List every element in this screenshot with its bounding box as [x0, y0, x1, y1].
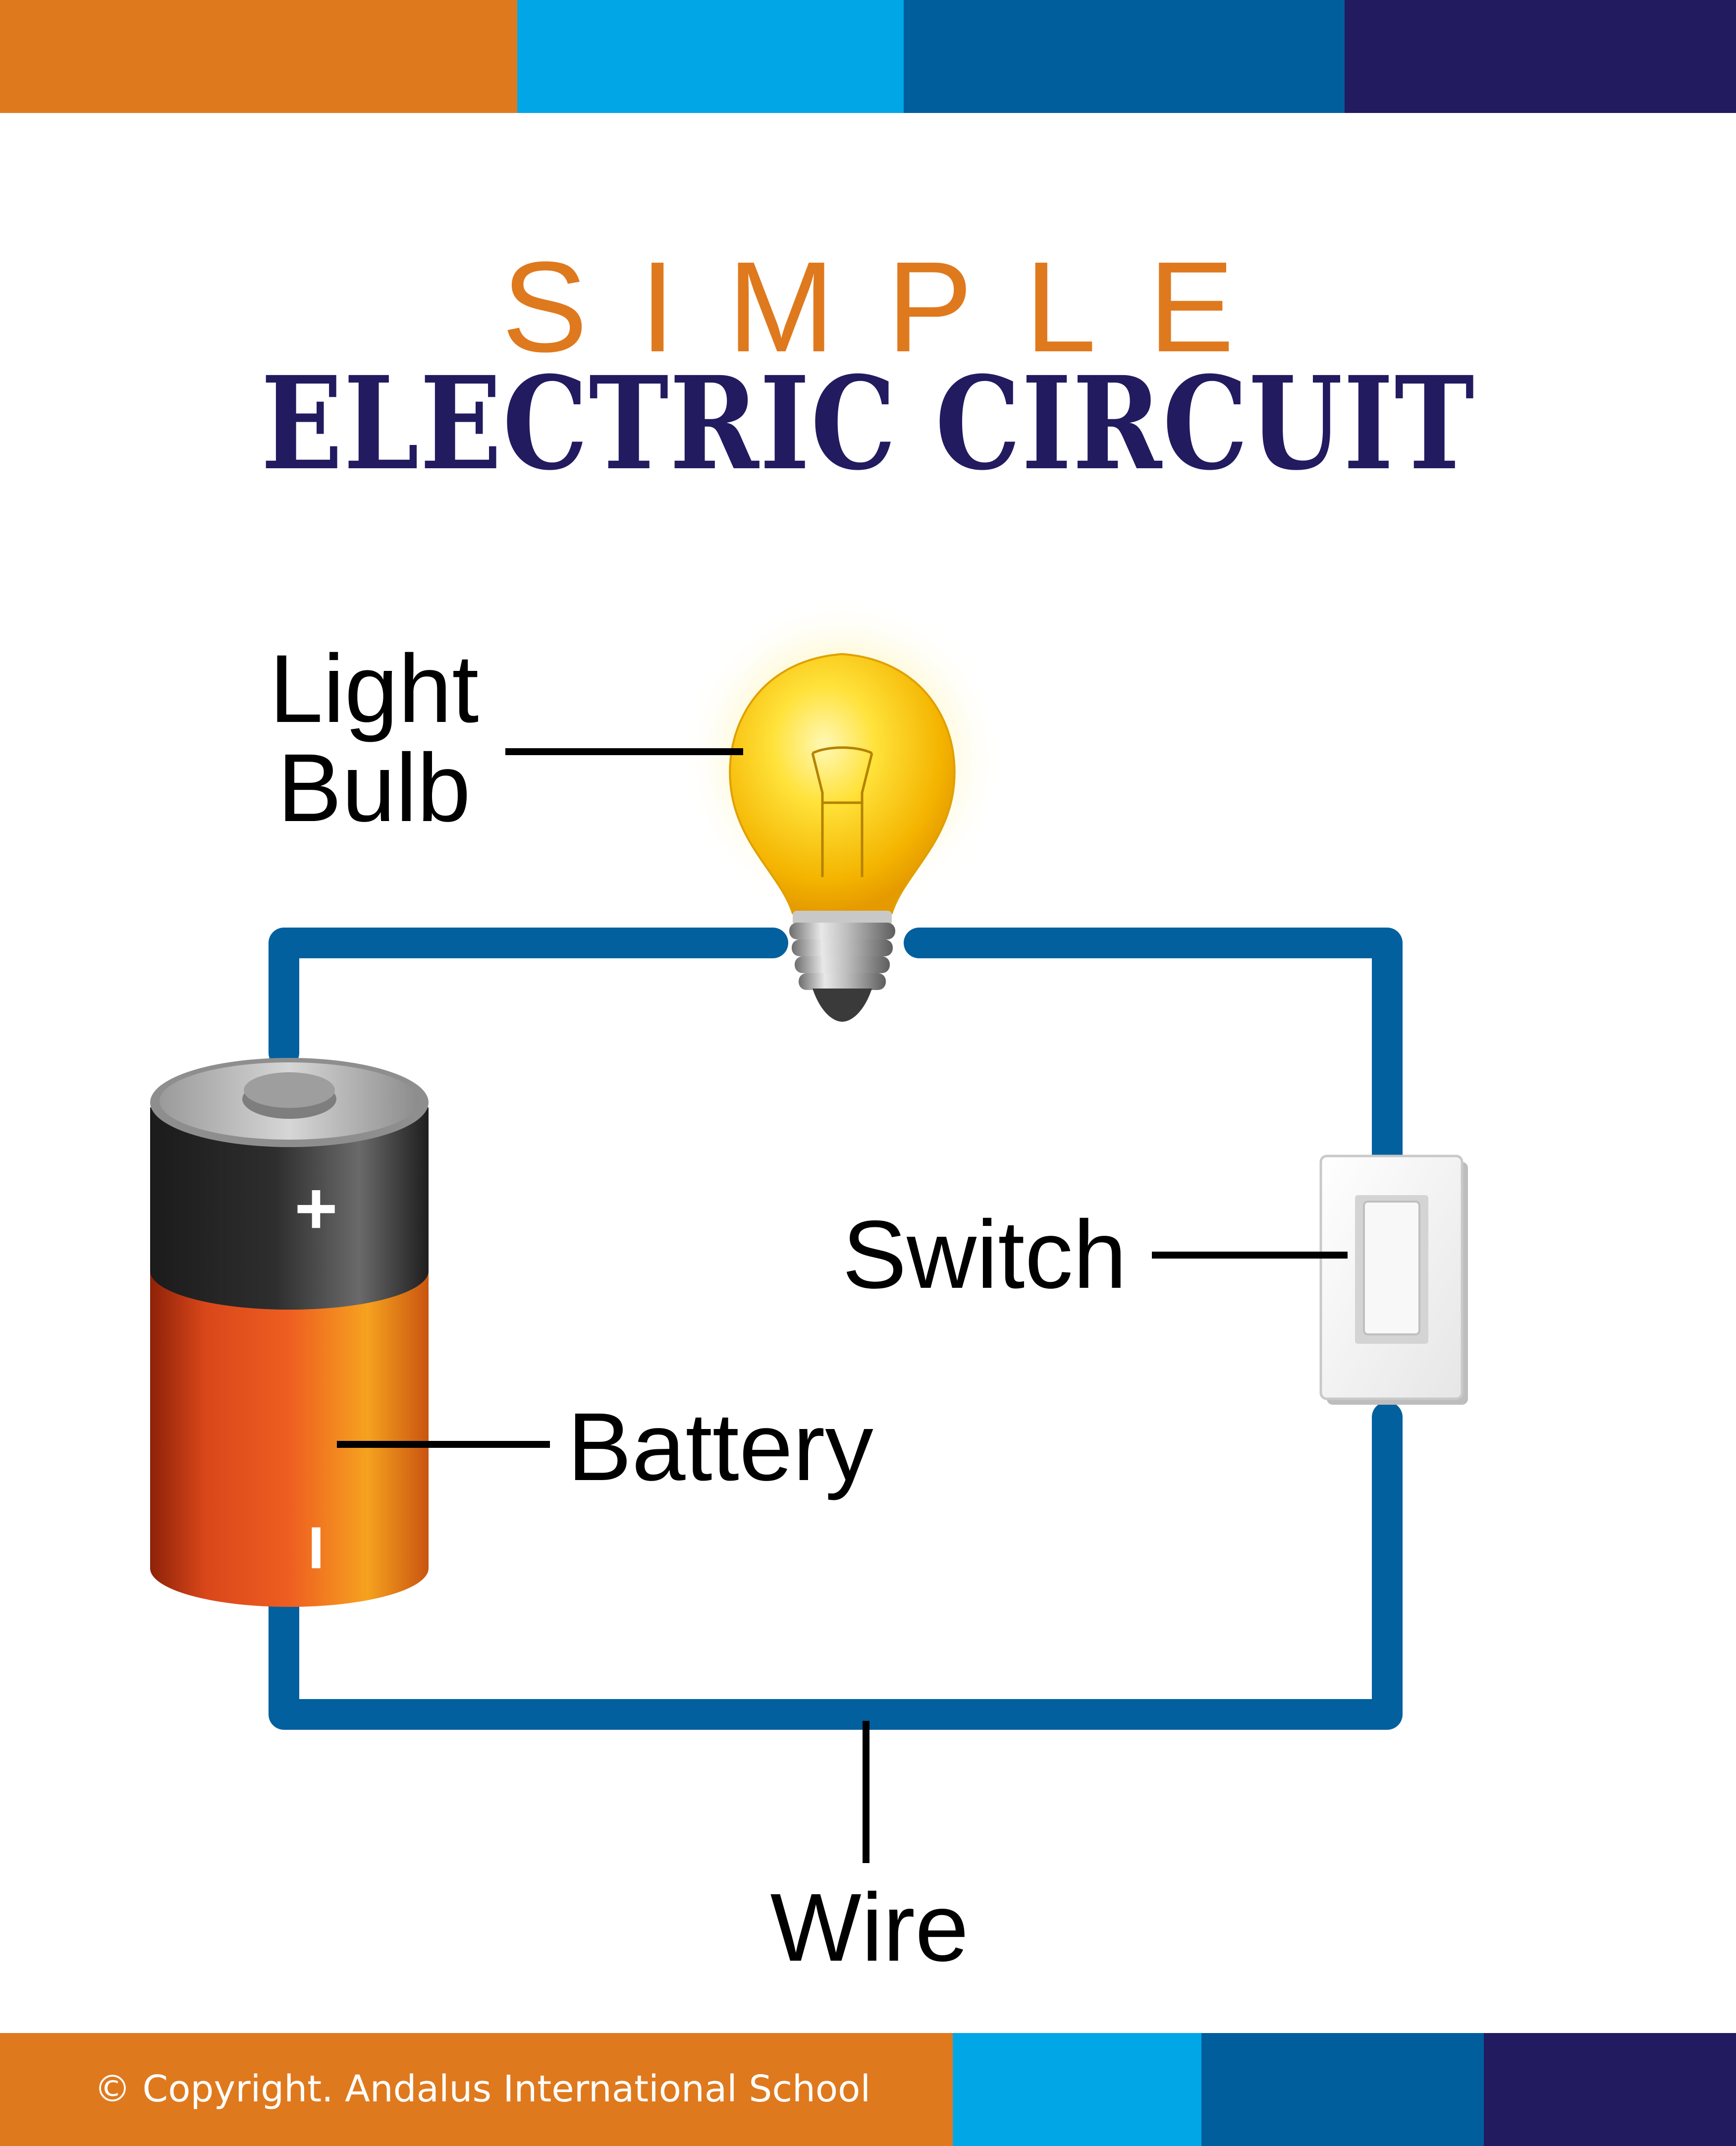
label-wire: Wire [770, 1873, 969, 1981]
bottom-band-mid-blue [1201, 2033, 1484, 2146]
battery-minus-sign: I [308, 1515, 324, 1581]
bottom-band-light-blue [953, 2033, 1201, 2146]
leader-lines [337, 748, 1348, 1863]
battery-black-cap [150, 1107, 429, 1310]
label-light-bulb-line2: Bulb [277, 734, 471, 842]
light-bulb-icon [679, 595, 1006, 1022]
switch-icon [1319, 1155, 1468, 1405]
label-battery: Battery [567, 1393, 873, 1501]
label-light-bulb: Light Bulb [258, 639, 490, 837]
battery-icon: + I [150, 1058, 429, 1607]
bulb-filament [811, 746, 873, 877]
top-band-orange [0, 0, 517, 113]
label-switch: Switch [842, 1201, 1127, 1309]
title-simple: SIMPLE [501, 235, 1287, 379]
copyright-text: © Copyright. Andalus International Schoo… [94, 2068, 871, 2110]
bottom-band-navy [1484, 2033, 1736, 2146]
bulb-glass [729, 653, 956, 914]
top-color-band [0, 0, 1736, 113]
title-electric-circuit: ELECTRIC CIRCUIT [261, 348, 1475, 498]
wire-top-left [269, 928, 788, 1068]
battery-terminal-top [244, 1072, 335, 1108]
wire-top-right [904, 928, 1403, 1175]
wire-loop [269, 928, 1403, 1730]
label-light-bulb-line1: Light [269, 635, 479, 743]
bulb-screw-base [789, 923, 895, 1022]
top-band-navy [1345, 0, 1736, 113]
bottom-color-band [0, 2033, 1736, 2146]
top-band-mid-blue [904, 0, 1345, 113]
top-band-light-blue [517, 0, 904, 113]
battery-plus-sign: + [294, 1166, 338, 1250]
bulb-neck [793, 911, 892, 926]
switch-toggle [1363, 1201, 1420, 1335]
bottom-band-orange [0, 2033, 953, 2146]
battery-orange-body [150, 1271, 429, 1607]
wire-right-bottom [269, 1402, 1403, 1730]
